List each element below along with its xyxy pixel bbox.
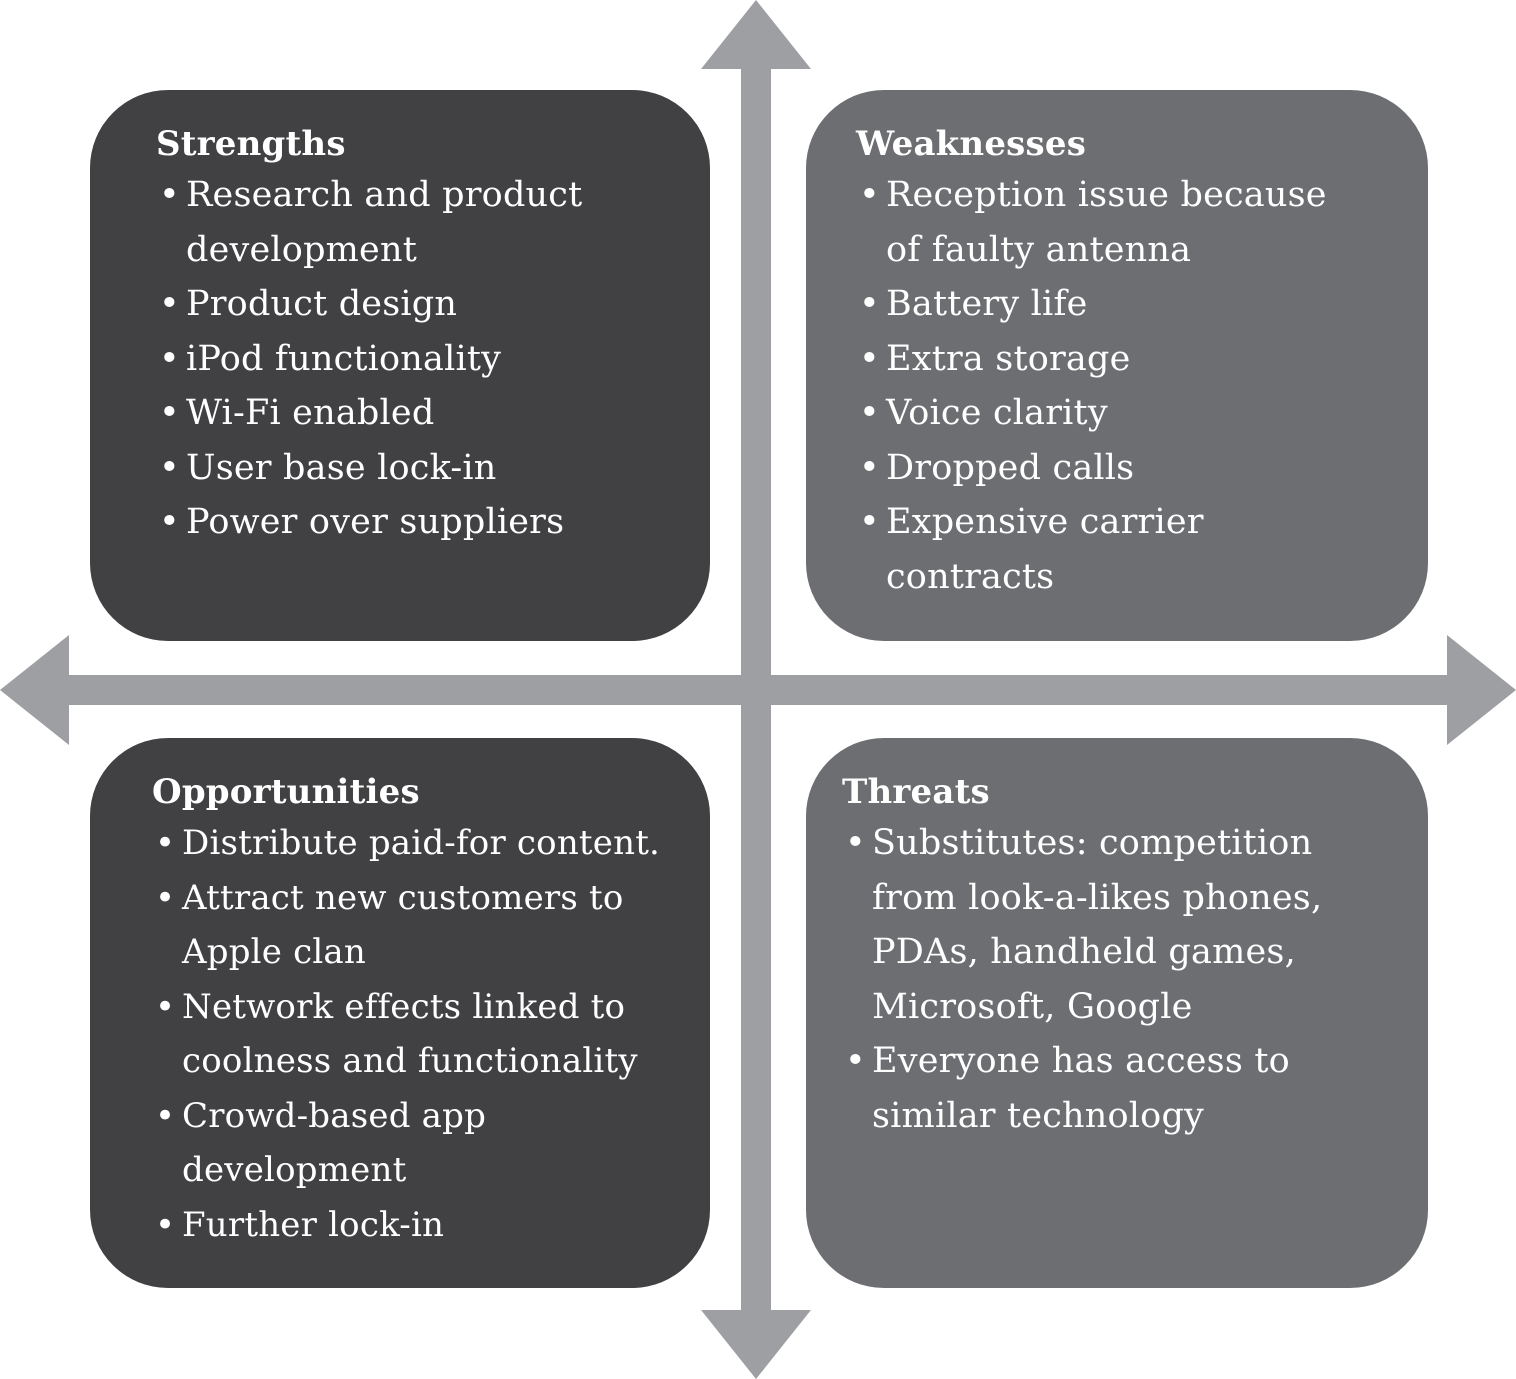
- opportunities-item-line: Network effects linked to: [182, 986, 626, 1027]
- weaknesses-item-line: Dropped calls: [886, 447, 1135, 488]
- threats-item-line: from look-a-likes phones,: [872, 877, 1323, 918]
- threats-item-line: PDAs, handheld games,: [872, 932, 1296, 972]
- weaknesses-item-line: Expensive carrier: [886, 502, 1204, 542]
- bullet-icon: •: [845, 823, 866, 863]
- strengths-item: •iPod functionality: [156, 332, 710, 387]
- opportunities-item: •Network effects linked to coolness and f…: [152, 980, 710, 1089]
- bullet-icon: •: [155, 986, 176, 1027]
- strengths-item-line: User base lock-in: [186, 447, 497, 488]
- opportunities-title: Opportunities: [152, 772, 420, 812]
- bullet-icon: •: [859, 175, 880, 215]
- strengths-item-line: Research and product: [186, 175, 583, 215]
- bullet-icon: •: [159, 175, 180, 215]
- arrow-left-icon: [0, 635, 69, 745]
- threats-item: •Substitutes: competition from look-a-lik…: [842, 816, 1428, 1034]
- bullet-icon: •: [859, 284, 880, 324]
- strengths-item-line: Wi-Fi enabled: [186, 393, 435, 433]
- opportunities-item-line: Crowd-based app: [182, 1095, 487, 1136]
- strengths-item: •Wi-Fi enabled: [156, 386, 710, 441]
- bullet-icon: •: [155, 877, 176, 918]
- weaknesses-item-line: Reception issue because: [886, 175, 1327, 215]
- strengths-item-line: iPod functionality: [186, 338, 502, 379]
- bullet-icon: •: [859, 393, 880, 433]
- opportunities-item: •Distribute paid-for content.: [152, 816, 710, 871]
- arrow-right-icon: [1447, 635, 1516, 745]
- bullet-icon: •: [155, 1095, 176, 1136]
- opportunities-item: •Further lock-in: [152, 1198, 710, 1253]
- weaknesses-item: •Dropped calls: [856, 441, 1428, 496]
- weaknesses-item-line: Extra storage: [886, 338, 1131, 379]
- threats-item-line: similar technology: [872, 1095, 1205, 1136]
- bullet-icon: •: [859, 502, 880, 542]
- strengths-item: •Power over suppliers: [156, 495, 710, 550]
- bullet-icon: •: [159, 502, 180, 542]
- weaknesses-item-line: Voice clarity: [886, 393, 1108, 433]
- threats-item-line: Microsoft, Google: [872, 986, 1193, 1027]
- opportunities-item-line: coolness and functionality: [182, 1041, 638, 1081]
- weaknesses-item: •Extra storage: [856, 332, 1428, 387]
- bullet-icon: •: [159, 393, 180, 433]
- arrow-up-icon: [701, 0, 811, 69]
- strengths-item-line: development: [186, 229, 417, 270]
- opportunities-item-line: Further lock-in: [182, 1204, 445, 1245]
- weaknesses-item-line: contracts: [886, 556, 1055, 597]
- opportunities-list: •Distribute paid-for content.•Attract ne…: [152, 816, 710, 1252]
- bullet-icon: •: [159, 284, 180, 324]
- weaknesses-item: •Expensive carrier contracts: [856, 495, 1428, 604]
- weaknesses-item-line: Battery life: [886, 284, 1088, 324]
- strengths-item-line: Power over suppliers: [186, 502, 565, 542]
- opportunities-item: •Crowd-based app development: [152, 1089, 710, 1198]
- horizontal-axis-shaft: [66, 675, 1450, 705]
- weaknesses-item: •Reception issue because of faulty antenn…: [856, 168, 1428, 277]
- strengths-title: Strengths: [156, 124, 346, 164]
- weaknesses-item-line: of faulty antenna: [886, 229, 1192, 270]
- opportunities-item: •Attract new customers to Apple clan: [152, 871, 710, 980]
- weaknesses-item: •Voice clarity: [856, 386, 1428, 441]
- opportunities-item-line: Apple clan: [182, 932, 366, 972]
- bullet-icon: •: [159, 338, 180, 379]
- strengths-item-line: Product design: [186, 284, 458, 324]
- bullet-icon: •: [859, 447, 880, 488]
- opportunities-quadrant: Opportunities •Distribute paid-for conte…: [90, 738, 710, 1288]
- threats-item: •Everyone has access to similar technolog…: [842, 1034, 1428, 1143]
- threats-title: Threats: [842, 772, 990, 812]
- bullet-icon: •: [155, 823, 176, 863]
- bullet-icon: •: [155, 1204, 176, 1245]
- opportunities-item-line: Distribute paid-for content.: [182, 823, 661, 863]
- bullet-icon: •: [859, 338, 880, 379]
- strengths-item: •Product design: [156, 277, 710, 332]
- bullet-icon: •: [159, 447, 180, 488]
- weaknesses-title: Weaknesses: [856, 124, 1087, 164]
- weaknesses-item: •Battery life: [856, 277, 1428, 332]
- strengths-item: •User base lock-in: [156, 441, 710, 496]
- strengths-item: •Research and product development: [156, 168, 710, 277]
- opportunities-item-line: development: [182, 1150, 407, 1190]
- bullet-icon: •: [845, 1041, 866, 1081]
- threats-item-line: Substitutes: competition: [872, 823, 1313, 863]
- threats-item-line: Everyone has access to: [872, 1041, 1290, 1081]
- opportunities-item-line: Attract new customers to: [182, 877, 624, 918]
- arrow-down-icon: [701, 1310, 811, 1379]
